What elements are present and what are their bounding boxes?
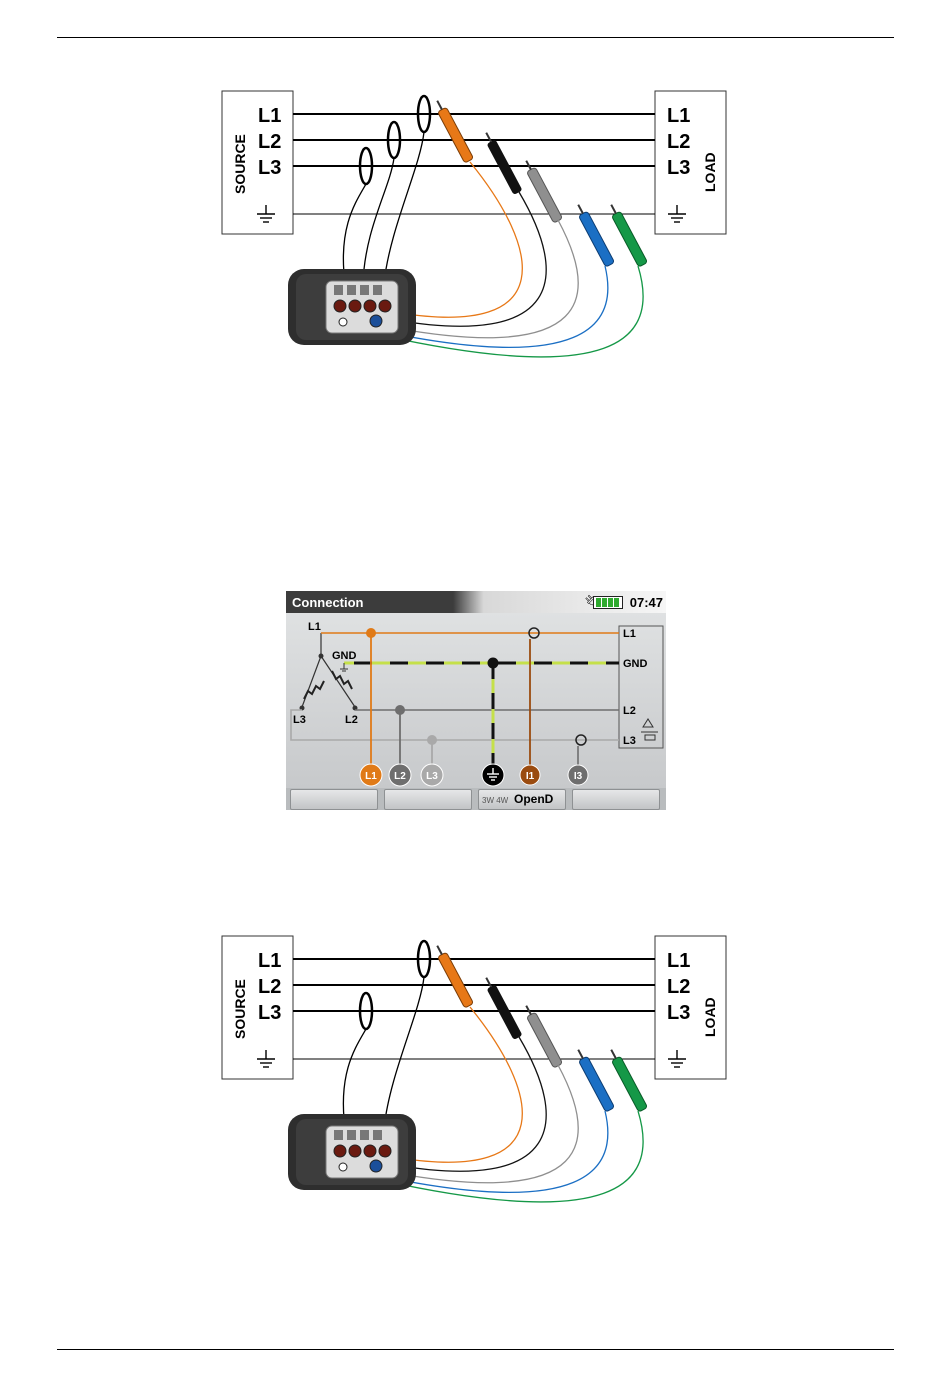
softkey-mode-options: 3W 4W [482, 796, 508, 805]
source-l3-label: L3 [258, 1002, 281, 1024]
wiring-diagram-bottom-svg: L1 L2 L3 SOURCE L1 L2 L3 LOAD [0, 933, 950, 1253]
label-l3-left: L3 [293, 714, 306, 726]
softkey-connection-mode[interactable]: 3W 4W OpenD [478, 789, 566, 810]
label-gnd-right: GND [623, 658, 648, 670]
source-l2-label: L2 [258, 131, 281, 153]
softkey-mode-selected: OpenD [514, 792, 553, 806]
terminal-ground[interactable] [482, 764, 504, 786]
label-l3-right: L3 [623, 735, 636, 747]
probe-orange [433, 98, 474, 163]
load-l3-label: L3 [667, 1002, 690, 1024]
source-l2-label: L2 [258, 976, 281, 998]
probe-grey [522, 158, 563, 223]
terminal-i3[interactable]: I3 [568, 765, 588, 785]
probe-green [607, 1047, 648, 1112]
source-l1-label: L1 [258, 105, 281, 127]
battery-icon [593, 596, 623, 609]
source-l3-label: L3 [258, 157, 281, 179]
softkey-1[interactable] [290, 789, 378, 810]
connection-screen: Connection 🔌︎ 07:47 [286, 591, 666, 810]
softkey-bar: 3W 4W OpenD [286, 789, 666, 810]
connection-diagram: L1 GND L3 L2 L1 GND L2 L3 L1 L2 L3 [286, 613, 666, 788]
source-label: SOURCE [232, 134, 248, 194]
label-l1-top: L1 [308, 621, 321, 633]
label-l2-left: L2 [345, 714, 358, 726]
wiring-diagram-top: L1 L2 L3 SOURCE L1 L2 L3 LOAD [0, 88, 950, 408]
load-symbol-icon [641, 719, 658, 740]
probe-orange [433, 943, 474, 1008]
label-gnd-left: GND [332, 650, 357, 662]
terminal-l2[interactable]: L2 [389, 764, 411, 786]
load-label: LOAD [702, 152, 718, 192]
line-l3 [291, 710, 619, 740]
screen-title: Connection [292, 595, 364, 610]
load-l3-label: L3 [667, 157, 690, 179]
header-rule [57, 37, 894, 38]
probe-blue [574, 202, 615, 267]
probe-green [607, 202, 648, 267]
source-label: SOURCE [232, 979, 248, 1039]
label-l2-right: L2 [623, 705, 636, 717]
svg-text:L2: L2 [394, 771, 406, 782]
terminal-i1[interactable]: I1 [520, 765, 540, 785]
softkey-4[interactable] [572, 789, 660, 810]
probe-blue [574, 1047, 615, 1112]
load-l2-label: L2 [667, 976, 690, 998]
softkey-2[interactable] [384, 789, 472, 810]
terminal-l3[interactable]: L3 [421, 764, 443, 786]
svg-text:L1: L1 [365, 771, 377, 782]
screen-clock: 07:47 [630, 595, 663, 610]
wiring-diagram-bottom: L1 L2 L3 SOURCE L1 L2 L3 LOAD [0, 933, 950, 1253]
load-label: LOAD [702, 997, 718, 1037]
wiring-diagram-top-svg: L1 L2 L3 SOURCE L1 L2 L3 LOAD [0, 88, 950, 408]
svg-text:L3: L3 [426, 771, 438, 782]
load-l2-label: L2 [667, 131, 690, 153]
svg-text:I3: I3 [574, 771, 583, 782]
probe-grey [522, 1003, 563, 1068]
connection-diagram-svg: L1 GND L3 L2 L1 GND L2 L3 L1 L2 L3 [286, 613, 666, 788]
terminal-l1[interactable]: L1 [360, 764, 382, 786]
instrument-icon [288, 269, 416, 345]
screen-title-bar: Connection 🔌︎ 07:47 [286, 591, 666, 613]
source-l1-label: L1 [258, 950, 281, 972]
instrument-icon [288, 1114, 416, 1190]
label-l1-right: L1 [623, 628, 636, 640]
svg-text:I1: I1 [526, 771, 535, 782]
load-terminal-box [619, 626, 663, 748]
load-l1-label: L1 [667, 105, 690, 127]
footer-rule [57, 1349, 894, 1350]
load-l1-label: L1 [667, 950, 690, 972]
